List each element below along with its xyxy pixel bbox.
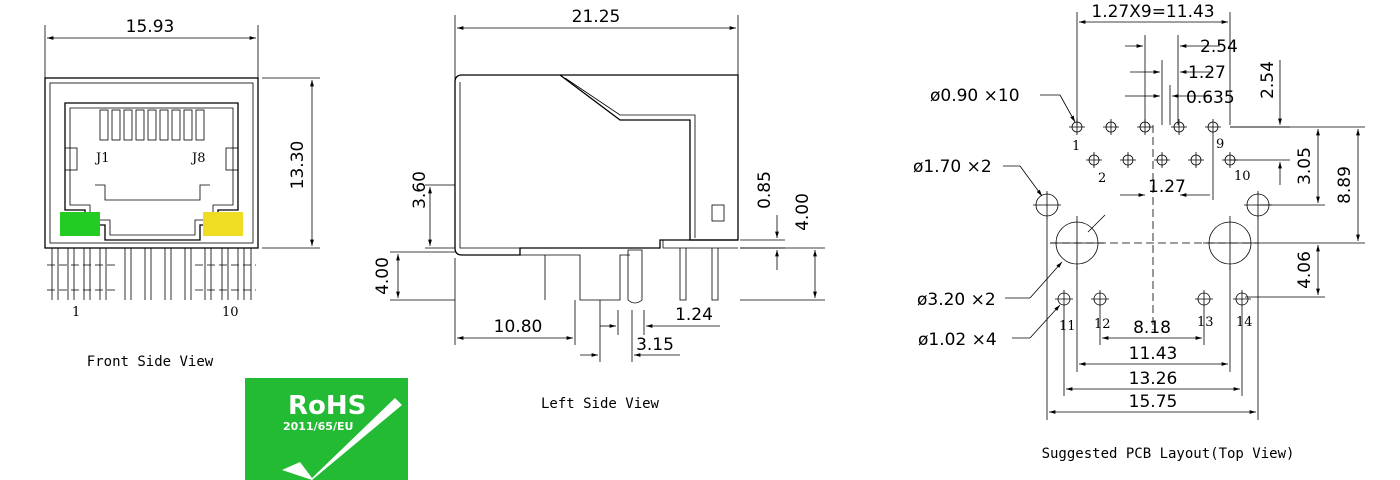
front-height-dim: 13.30	[288, 141, 308, 190]
left-dim-315: 3.15	[636, 335, 674, 355]
pcb-pin-2: 2	[1098, 171, 1106, 186]
rohs-logo: RoHS 2011/65/EU	[245, 378, 408, 480]
pcb-hole-090: ø0.90 ×10	[930, 86, 1020, 106]
pcb-pin-10: 10	[1234, 169, 1251, 184]
pcb-pitch-dim: 1.27X9=11.43	[1091, 2, 1214, 22]
left-dim-400-left: 4.00	[373, 257, 393, 295]
pcb-dim-0635: 0.635	[1186, 88, 1235, 108]
pcb-dim-305: 3.05	[1295, 147, 1315, 185]
pcb-pin-9: 9	[1216, 137, 1224, 152]
pcb-hole-102: ø1.02 ×4	[918, 330, 997, 350]
pcb-dim-889: 8.89	[1335, 166, 1355, 204]
pcb-dim-254-top: 2.54	[1200, 37, 1238, 57]
contact-fingers	[99, 109, 205, 141]
pcb-pin-11: 11	[1059, 319, 1076, 334]
pcb-dim-1326: 13.26	[1129, 369, 1178, 389]
pcb-layout-view: 1.27X9=11.43 2.54 1.27 0.635 2.54 8.89 3…	[913, 2, 1365, 462]
front-side-view: 15.93 13.30 J1 J8	[44, 17, 320, 370]
left-dim-400-right: 4.00	[793, 193, 813, 231]
left-dim-1080: 10.80	[494, 317, 543, 337]
pcb-dim-1575: 15.75	[1129, 392, 1178, 412]
pcb-dim-127-mid: 1.27	[1148, 177, 1186, 197]
pcb-hole-320: ø3.20 ×2	[917, 290, 996, 310]
pcb-dim-254-vert: 2.54	[1258, 61, 1278, 99]
pcb-layout-caption: Suggested PCB Layout(Top View)	[1042, 446, 1295, 462]
pcb-hole-row-1	[1069, 119, 1221, 135]
pcb-pin-14: 14	[1236, 315, 1253, 330]
left-dim-085: 0.85	[755, 171, 775, 209]
pcb-dim-818: 8.18	[1133, 318, 1171, 338]
left-view-caption: Left Side View	[541, 396, 660, 412]
pin-label-j1: J1	[94, 151, 109, 166]
left-length-dim: 21.25	[572, 7, 621, 27]
pin-label-j8: J8	[190, 151, 205, 166]
pcb-hole-row-2	[1086, 152, 1238, 168]
pcb-dim-127-top: 1.27	[1188, 63, 1226, 83]
pcb-dim-406: 4.06	[1295, 251, 1315, 289]
pcb-pin-1: 1	[1072, 139, 1080, 154]
pcb-pin-12: 12	[1094, 317, 1111, 332]
pin-label-10: 10	[222, 305, 239, 320]
pcb-pin-13: 13	[1197, 315, 1214, 330]
front-pins	[47, 248, 256, 300]
left-side-view: 21.25 3.60 4.00 10.80 3.15	[373, 7, 825, 412]
pcb-dim-1143: 11.43	[1129, 344, 1178, 364]
checkmark-icon	[282, 398, 402, 480]
rohs-title: RoHS	[288, 391, 366, 421]
left-dim-124: 1.24	[675, 305, 713, 325]
pcb-hole-170: ø1.70 ×2	[913, 157, 992, 177]
led-left-green	[60, 212, 100, 236]
pin-label-1: 1	[72, 305, 80, 320]
rohs-directive: 2011/65/EU	[283, 420, 353, 433]
left-dim-360: 3.60	[410, 171, 430, 209]
led-right-yellow	[203, 212, 243, 236]
front-view-caption: Front Side View	[87, 354, 214, 370]
front-width-dim: 15.93	[126, 17, 175, 37]
